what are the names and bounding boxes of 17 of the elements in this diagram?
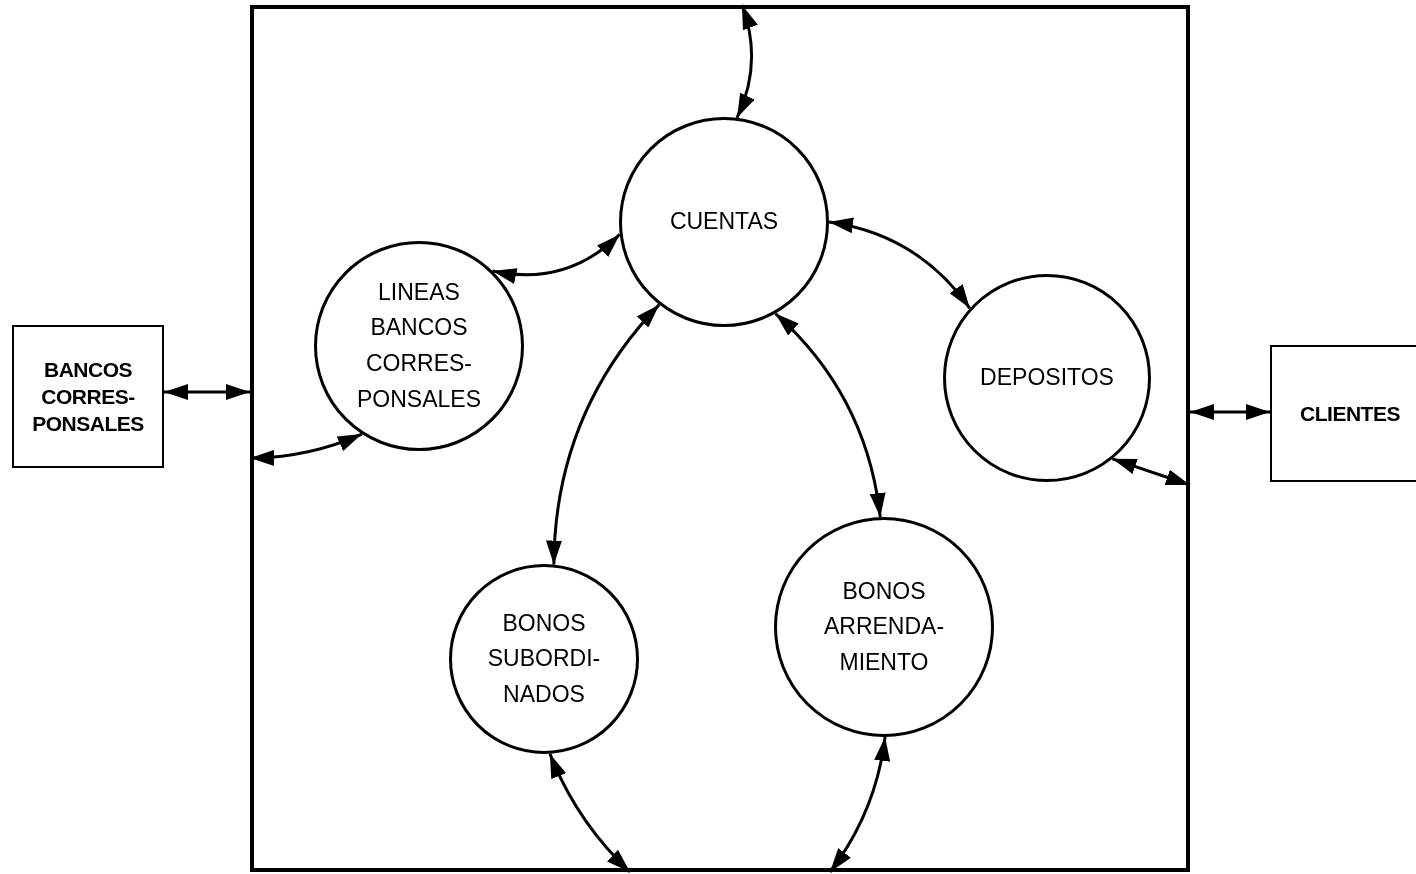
arrow: [492, 233, 621, 284]
arrow: [164, 384, 250, 400]
arrow: [546, 303, 661, 565]
node-label: BANCOS CORRES- PONSALES: [31, 356, 145, 438]
external-entity-box: [12, 325, 164, 468]
system-boundary-box: [250, 5, 1190, 872]
node-label: LINEAS BANCOS CORRES- PONSALES: [356, 277, 482, 414]
node-label: DEPOSITOS: [979, 363, 1115, 393]
arrow: [828, 218, 971, 310]
node-label: CUENTAS: [668, 207, 780, 237]
arrow: [774, 312, 885, 518]
node-label: BONOS ARRENDA- MIENTO: [822, 576, 946, 677]
node-label: BONOS SUBORDI- NADOS: [486, 608, 602, 709]
node-label: CLIENTES: [1299, 400, 1401, 427]
arrow: [548, 753, 632, 874]
arrow: [1190, 404, 1270, 420]
external-entity-box: [1270, 345, 1416, 482]
